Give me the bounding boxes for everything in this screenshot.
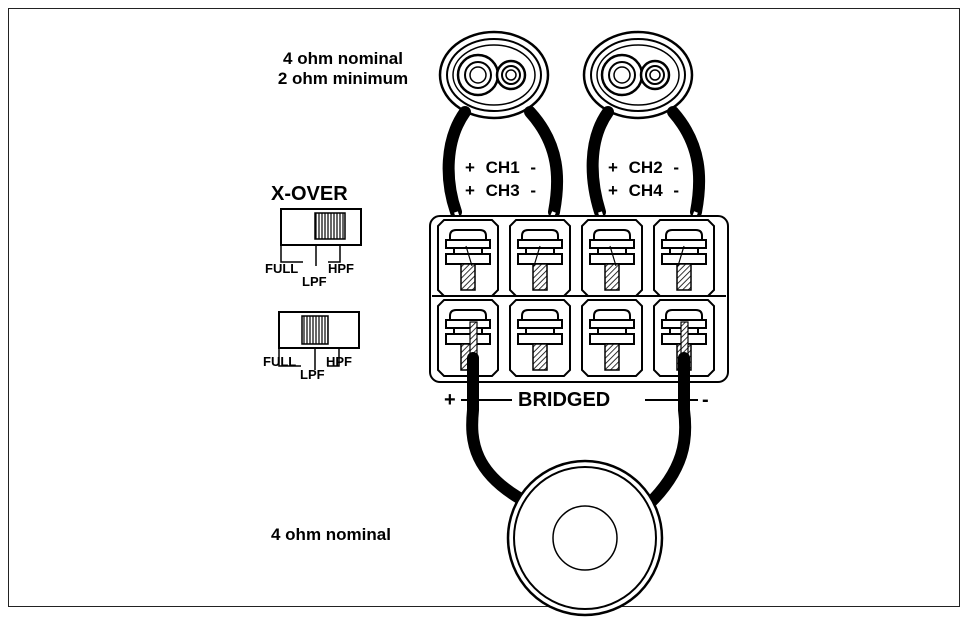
- bridged-wires: [466, 321, 692, 511]
- terminal-top-4: [653, 219, 715, 297]
- terminal-bottom-3: [581, 299, 643, 377]
- ch3-label: + CH3 -: [465, 181, 537, 200]
- xover-title: X-OVER: [271, 183, 348, 205]
- xover-switch-2[interactable]: [278, 311, 360, 370]
- terminal-top-2: [509, 219, 571, 297]
- speaker-top-right: [582, 30, 694, 120]
- cables-top: [442, 106, 706, 218]
- xover-switch-1[interactable]: [280, 208, 362, 266]
- bottom-speaker-nominal-label: 4 ohm nominal: [271, 525, 391, 544]
- top-speaker-nominal-label: 4 ohm nominal: [283, 49, 403, 68]
- terminal-top-3: [581, 219, 643, 297]
- wire-ends-top: [465, 245, 685, 267]
- terminal-block: [429, 215, 729, 383]
- ch2-label: + CH2 -: [608, 158, 680, 177]
- xover1-lpf-label: LPF: [302, 274, 327, 289]
- bridged-plus-label: +: [444, 389, 456, 411]
- bridged-minus-label: -: [702, 389, 709, 411]
- xover2-hpf-label: HPF: [326, 354, 352, 369]
- speaker-bottom: [506, 459, 664, 617]
- ch1-label: + CH1 -: [465, 158, 537, 177]
- ch4-label: + CH4 -: [608, 181, 680, 200]
- top-speaker-minimum-label: 2 ohm minimum: [277, 69, 409, 88]
- terminal-bottom-2: [509, 299, 571, 377]
- bridged-label: BRIDGED: [518, 389, 611, 411]
- xover2-lpf-label: LPF: [300, 367, 325, 382]
- terminal-top-1: [437, 219, 499, 297]
- xover1-hpf-label: HPF: [328, 261, 354, 276]
- xover2-full-label: FULL: [263, 354, 297, 369]
- speaker-top-left: [438, 30, 550, 120]
- xover1-full-label: FULL: [265, 261, 299, 276]
